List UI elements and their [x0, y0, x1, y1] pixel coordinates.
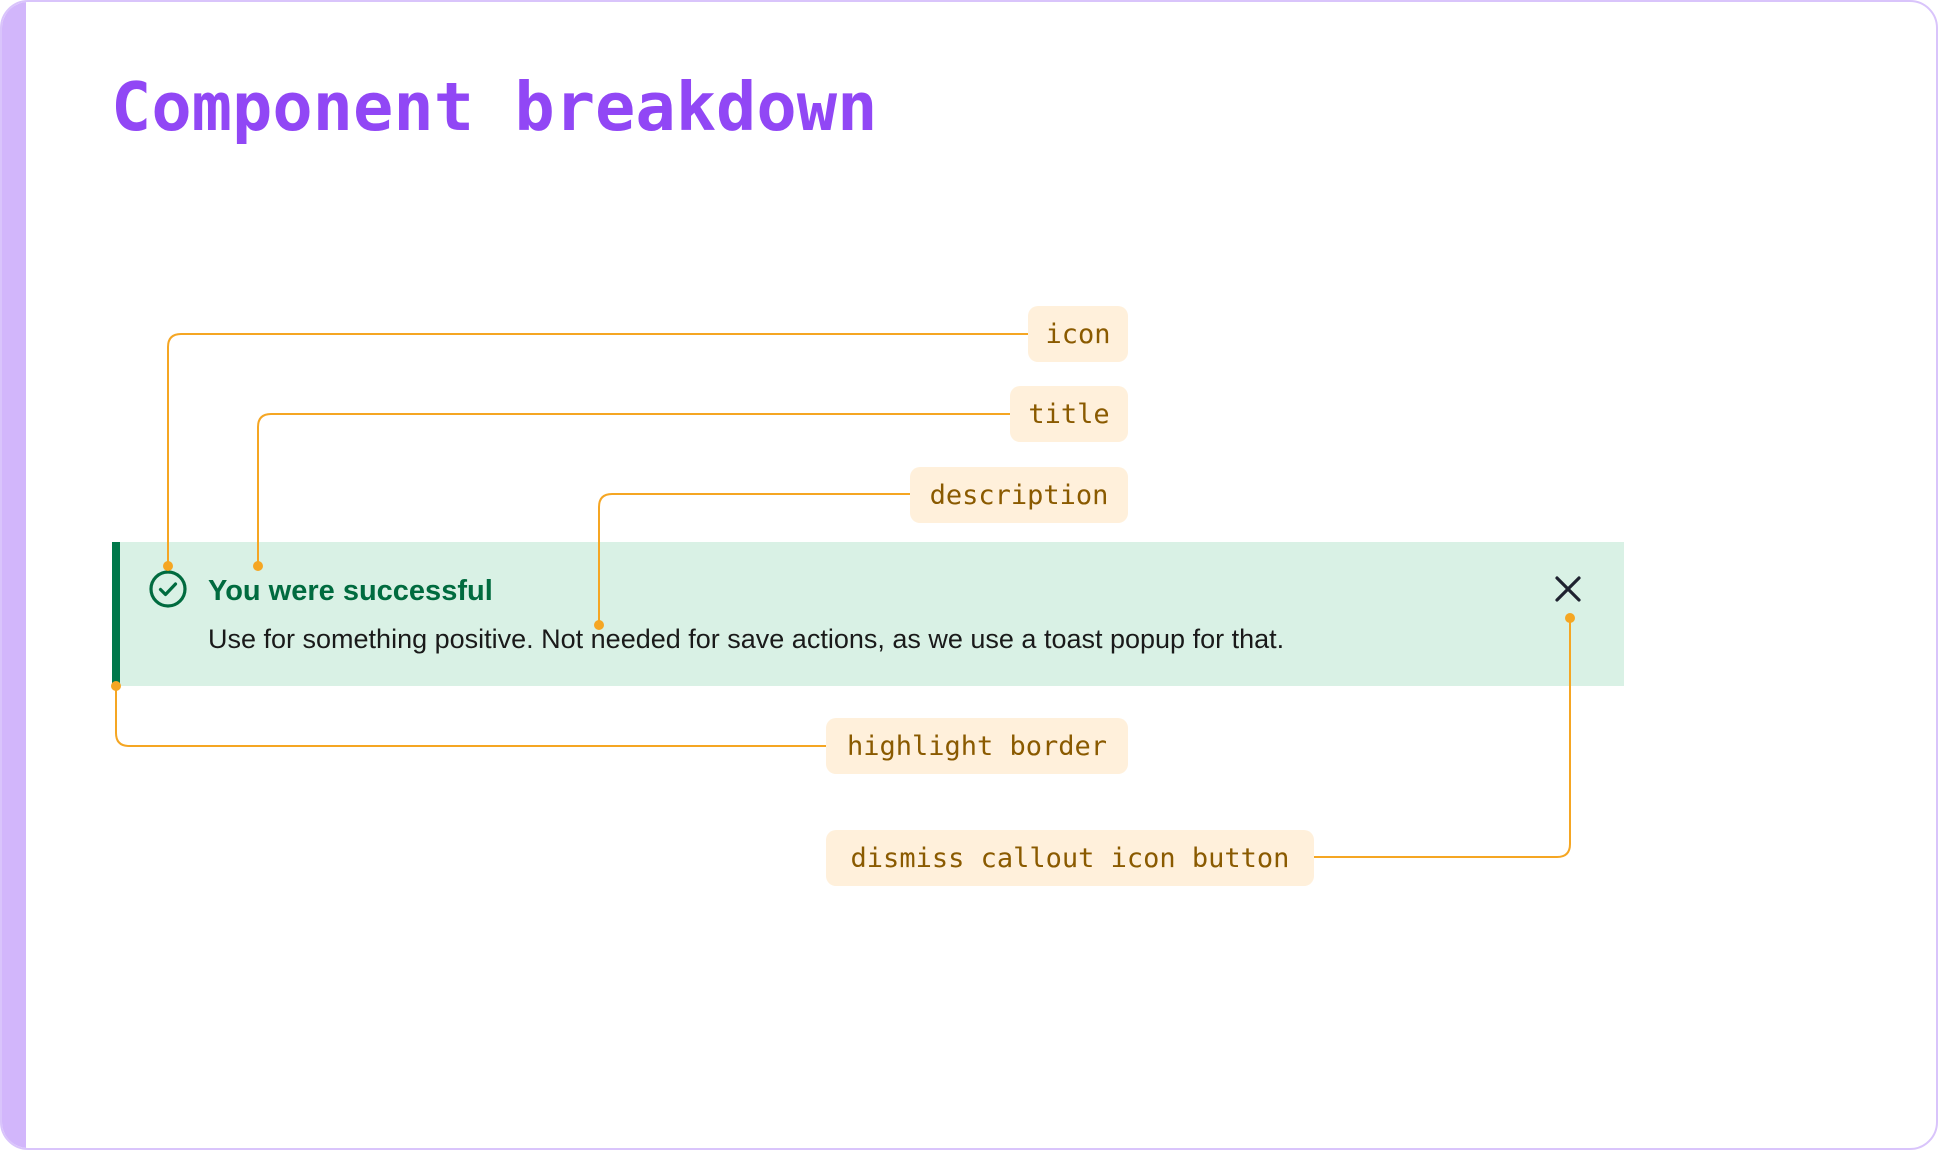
annotation-label-dismiss-button: dismiss callout icon button: [826, 830, 1314, 886]
highlight-border: [112, 542, 120, 686]
close-icon: [1555, 576, 1581, 602]
check-circle-icon: [148, 569, 188, 609]
dismiss-callout-button[interactable]: [1548, 569, 1588, 609]
annotation-label-title: title: [1010, 386, 1128, 442]
success-callout: You were successful Use for something po…: [112, 542, 1624, 686]
page-title: Component breakdown: [111, 68, 878, 146]
callout-title: You were successful: [208, 575, 493, 607]
frame-accent-bar: [2, 2, 26, 1148]
callout-description: Use for something positive. Not needed f…: [208, 624, 1285, 654]
annotation-label-description: description: [910, 467, 1128, 523]
annotation-label-highlight-border: highlight border: [826, 718, 1128, 774]
annotation-label-icon: icon: [1028, 306, 1128, 362]
